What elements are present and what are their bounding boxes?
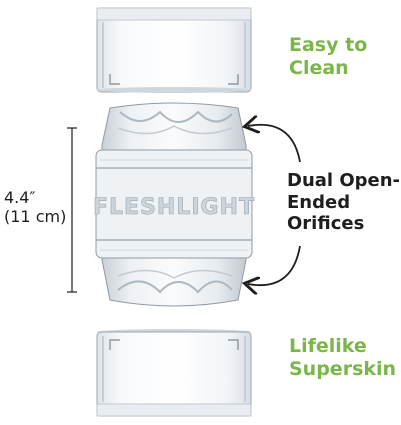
easy-line-2: Clean	[289, 56, 349, 79]
sleeve-body: FLESHLIGHT	[93, 102, 255, 307]
top-cap	[96, 7, 252, 93]
easy-to-clean-label: Easy to Clean	[289, 34, 367, 80]
arrow-bottom-icon	[248, 245, 301, 285]
lifelike-superskin-label: Lifelike Superskin	[289, 335, 396, 381]
dual-line-3: Orifices	[287, 213, 365, 235]
height-dimension-line	[67, 127, 77, 293]
embossed-brand: FLESHLIGHT	[93, 195, 255, 220]
easy-line-1: Easy to	[289, 34, 368, 56]
lifelike-line-1: Lifelike	[289, 335, 367, 357]
dual-open-ended-label: Dual Open- Ended Orifices	[287, 170, 400, 235]
bottom-cap	[96, 329, 252, 417]
arrow-top-icon	[248, 125, 301, 163]
dual-line-1: Dual Open-	[287, 170, 401, 191]
lifelike-line-2: Superskin	[289, 357, 397, 380]
height-inches: 4.4″	[4, 188, 36, 207]
height-measurement-label: 4.4″ (11 cm)	[4, 188, 66, 226]
height-cm: (11 cm)	[4, 207, 67, 227]
dual-line-2: Ended	[287, 191, 351, 213]
